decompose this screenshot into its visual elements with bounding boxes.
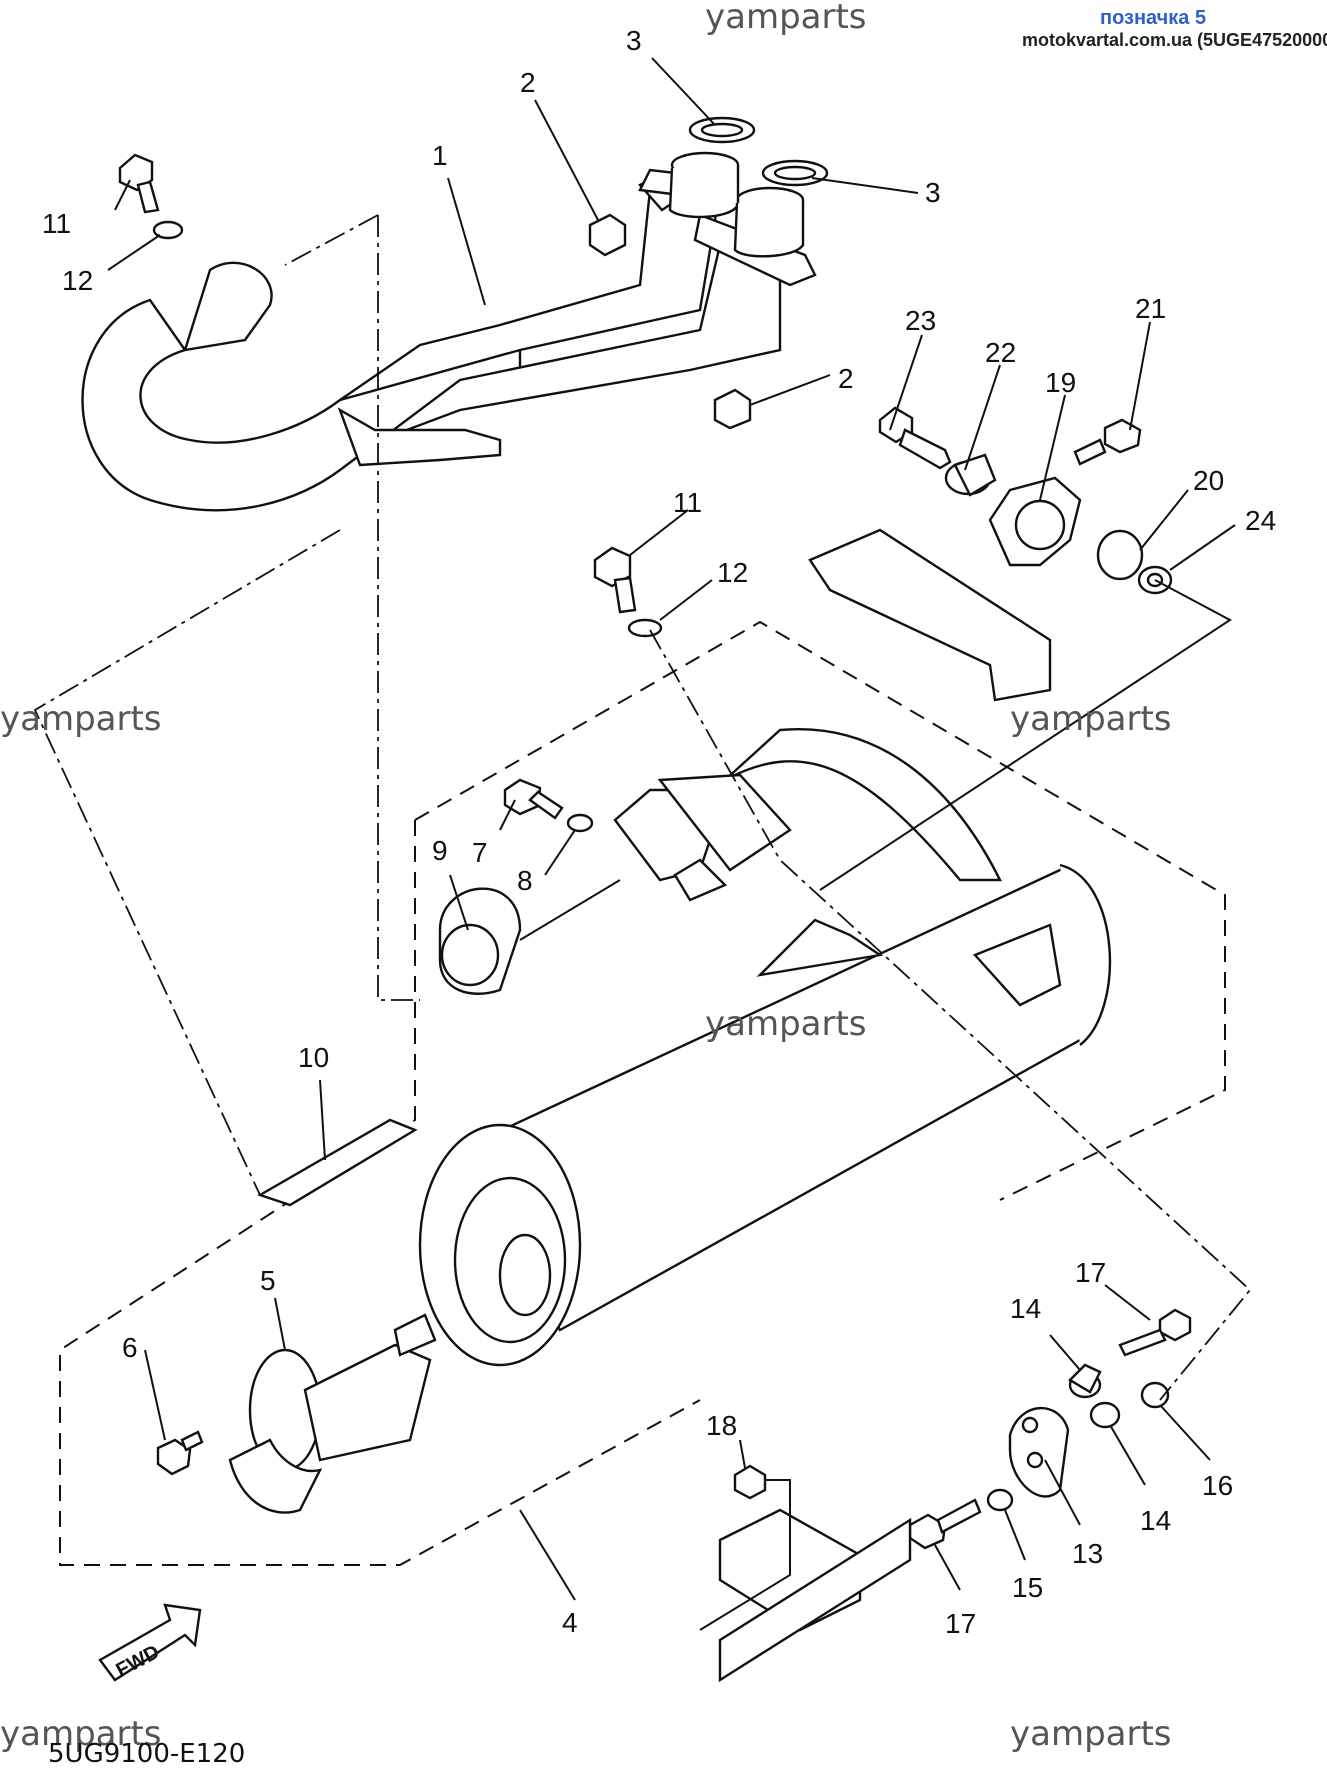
label-part-16: 16 — [1202, 1470, 1233, 1501]
label-part-2-top: 2 — [520, 67, 536, 98]
label-part-6: 6 — [122, 1332, 138, 1363]
label-part-11-top: 11 — [42, 208, 71, 239]
label-part-12-top: 12 — [62, 265, 93, 296]
label-part-11-mid: 11 — [673, 487, 702, 518]
watermark: yamparts — [0, 1714, 162, 1754]
label-part-12-mid: 12 — [717, 557, 748, 588]
label-part-3-right: 3 — [925, 177, 941, 208]
label-part-7: 7 — [472, 837, 488, 868]
label-part-20: 20 — [1193, 465, 1224, 496]
gasket-9 — [438, 887, 522, 995]
label-part-13: 13 — [1072, 1538, 1103, 1569]
label-part-3-top: 3 — [626, 25, 642, 56]
inlet-pipe — [613, 773, 792, 902]
watermark: yamparts — [705, 1004, 867, 1044]
gasket-parts — [688, 116, 829, 187]
watermark: yamparts — [705, 0, 867, 37]
label-part-22: 22 — [985, 337, 1016, 368]
label-part-10: 10 — [298, 1042, 329, 1073]
fwd-arrow-icon: FWD — [98, 1603, 202, 1682]
watermark: yamparts — [0, 699, 162, 739]
connection-lines — [33, 214, 1252, 1631]
diagram-code: 5UG9100-E120 — [48, 1739, 245, 1769]
label-part-17-top: 17 — [1075, 1257, 1106, 1288]
watermark: yamparts — [1010, 699, 1172, 739]
plate-part-10 — [257, 1118, 418, 1207]
rear-mount-parts — [718, 1308, 1192, 1683]
badge-label: позначка 5 — [1100, 7, 1206, 29]
exhaust-header-pipe — [81, 151, 817, 512]
label-part-24: 24 — [1245, 505, 1276, 536]
bracket-assembly — [808, 406, 1173, 702]
label-part-17-bottom: 17 — [945, 1608, 976, 1639]
label-part-14-top: 14 — [1010, 1293, 1041, 1324]
muffler-body — [418, 727, 1112, 1367]
label-part-18: 18 — [706, 1410, 737, 1441]
label-part-8: 8 — [517, 865, 533, 896]
bolt-washer-top — [118, 153, 663, 638]
label-part-14-bottom: 14 — [1140, 1505, 1171, 1536]
label-part-2-right: 2 — [838, 363, 854, 394]
tailpipe-spark-arrester — [156, 1313, 437, 1514]
label-part-1: 1 — [432, 140, 448, 171]
watermark: yamparts — [1010, 1714, 1172, 1754]
bolt-7-washer-8 — [503, 778, 594, 833]
source-label: motokvartal.com.ua (5UGE47520000) — [1022, 30, 1327, 50]
label-part-15: 15 — [1012, 1572, 1043, 1603]
label-part-19: 19 — [1045, 367, 1076, 398]
label-part-4: 4 — [562, 1607, 578, 1638]
nut-parts — [588, 213, 752, 430]
label-part-9: 9 — [432, 835, 448, 866]
label-part-21: 21 — [1135, 293, 1166, 324]
label-part-5: 5 — [260, 1265, 276, 1296]
leader-lines — [107, 57, 1236, 1601]
label-part-23: 23 — [905, 305, 936, 336]
muffler-assembly-outline — [414, 620, 1226, 1201]
